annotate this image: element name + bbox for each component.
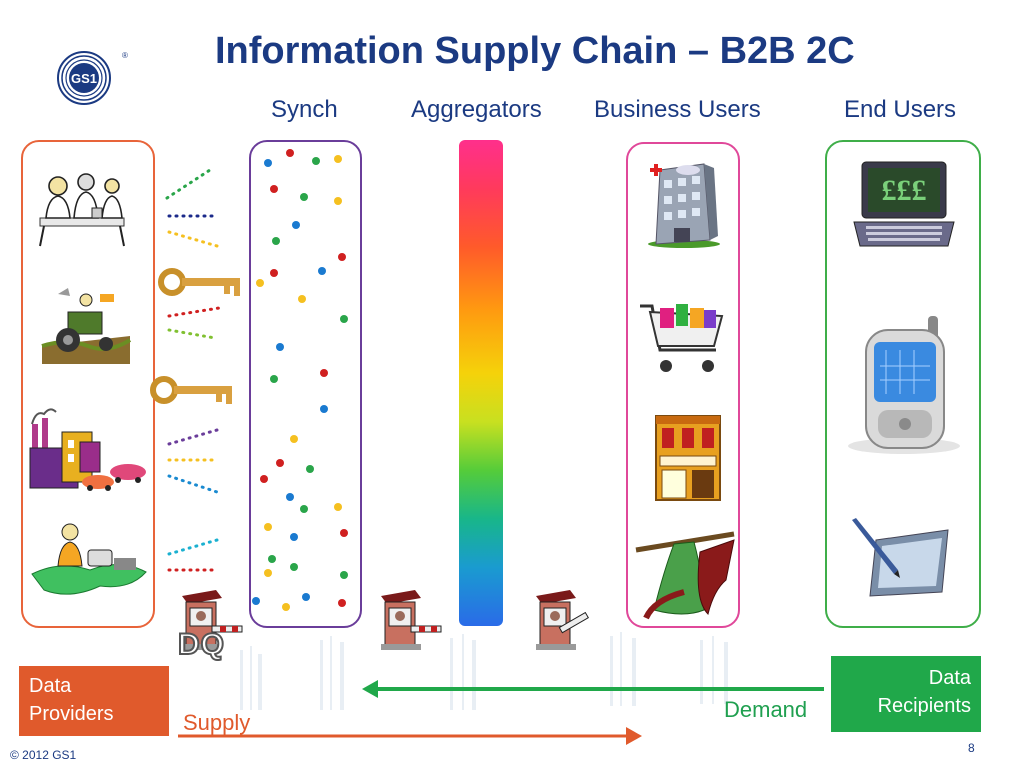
synch-panel: [249, 140, 362, 628]
hospital-building-icon: [648, 163, 720, 248]
column-label-end-users: End Users: [844, 96, 957, 123]
provider-connectors: [165, 166, 221, 572]
data-providers-box: Data Providers: [19, 666, 169, 736]
gs1-logo-text: GS1: [71, 71, 97, 86]
key-icon: [150, 376, 232, 404]
shopping-cart-icon: [640, 304, 724, 372]
copyright-footer: © 2012 GS1: [10, 748, 77, 762]
page-number: 8: [968, 741, 975, 755]
flow-arrows: [178, 680, 824, 745]
seamstress-icon: [31, 523, 147, 595]
column-label-business-users: Business Users: [594, 96, 761, 123]
synch-data-dots: [252, 149, 348, 611]
demand-label: Demand: [724, 697, 808, 722]
svg-text:£££: £££: [882, 174, 927, 207]
page-title: Information Supply Chain – B2B 2C: [215, 30, 855, 72]
mobile-phone-icon: [848, 316, 960, 454]
business-users-panel: [626, 142, 740, 628]
toll-gate-icon: [381, 590, 442, 650]
aggregators-spectrum-bar: [459, 140, 503, 626]
end-users-panel: [825, 140, 981, 628]
gs1-logo: GS1 ®: [57, 51, 128, 105]
factory-icon: [29, 408, 146, 491]
farmer-tractor-icon: [41, 288, 132, 364]
tablet-pen-icon: [852, 518, 949, 597]
clothing-icon: [635, 531, 735, 620]
laptop-pound-icon: £££: [853, 161, 955, 247]
toll-gate-icon: [182, 590, 243, 650]
bookstore-icon: [655, 415, 721, 501]
supply-label: Supply: [183, 710, 251, 735]
key-icon: [158, 268, 240, 296]
column-label-synch: Synch: [271, 96, 338, 123]
data-recipients-box: Data Recipients: [831, 656, 981, 732]
barcode-background: [240, 632, 728, 710]
toll-gate-icon: [536, 590, 590, 650]
office-workers-icon: [39, 173, 125, 247]
svg-text:®: ®: [122, 51, 128, 60]
dq-badge: DQ: [177, 627, 225, 662]
column-label-aggregators: Aggregators: [411, 96, 542, 123]
